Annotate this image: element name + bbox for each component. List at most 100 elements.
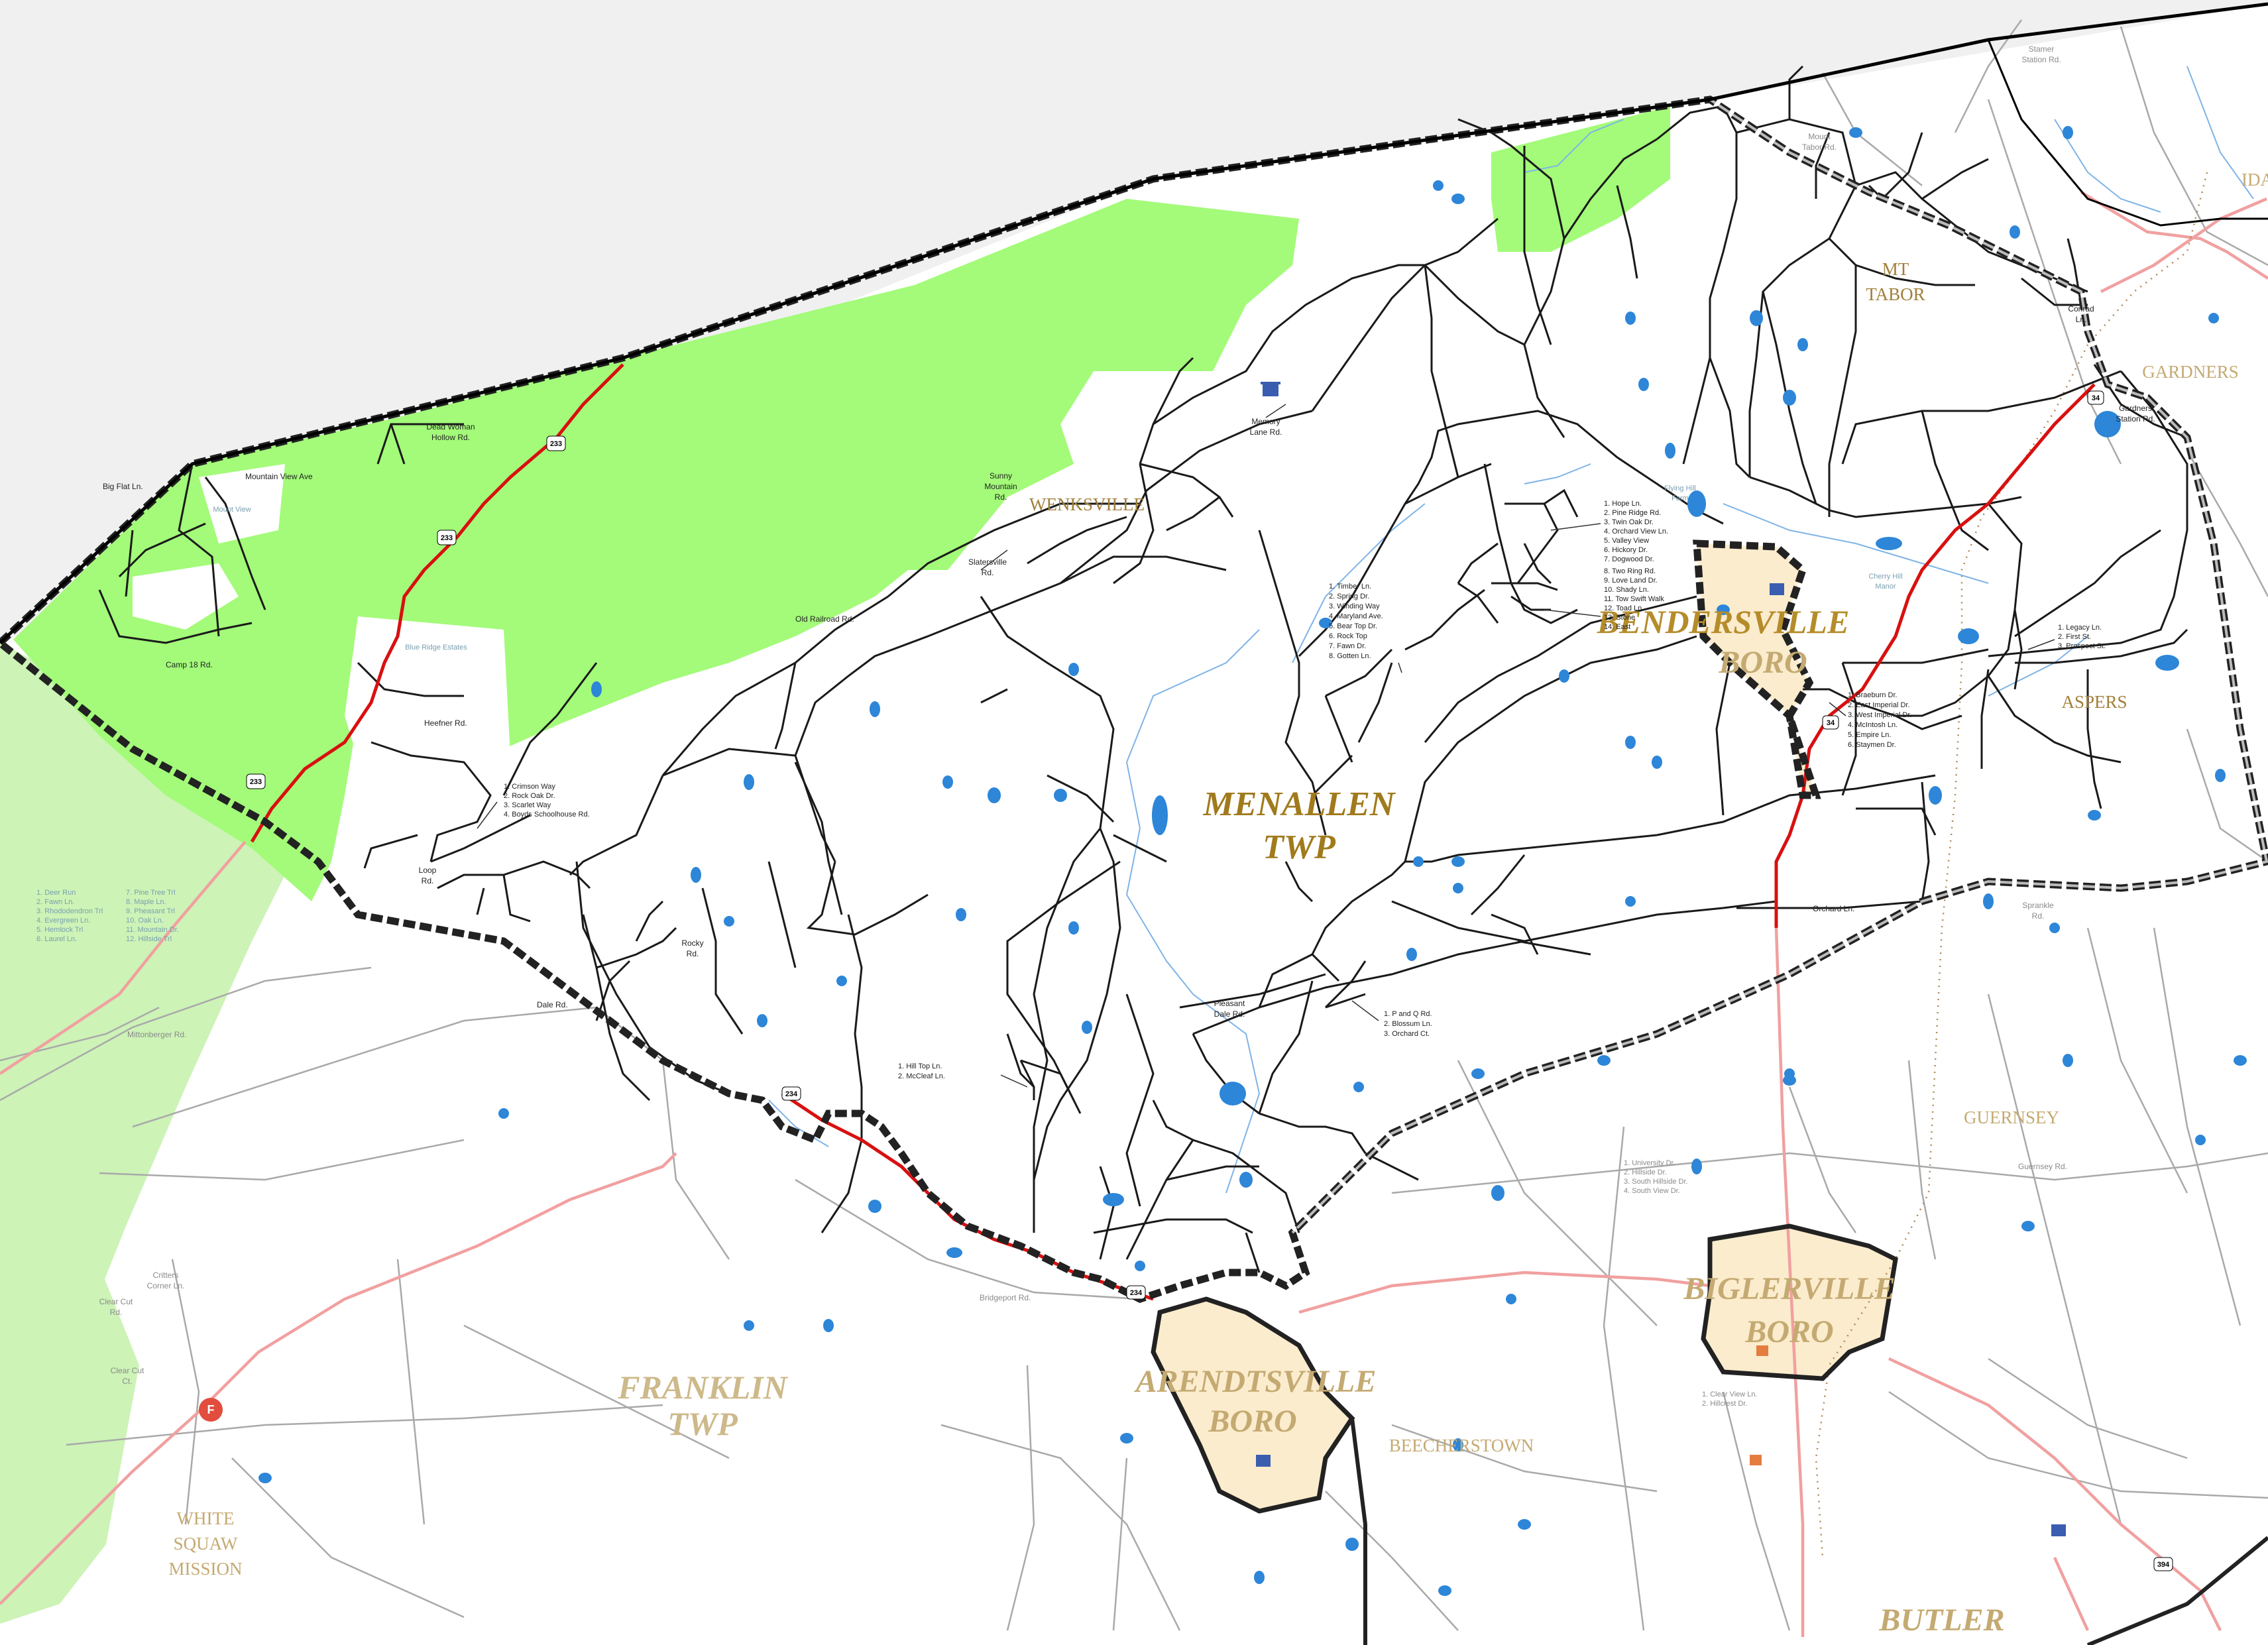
mt-tabor-label: MT (1882, 259, 1909, 279)
road-label: Orchard Ln. (1813, 904, 1854, 913)
road-label: Corner Ln. (147, 1281, 185, 1290)
svg-text:2. Blossum Ln.: 2. Blossum Ln. (1384, 1020, 1432, 1028)
svg-text:7. Fawn Dr.: 7. Fawn Dr. (1329, 642, 1366, 650)
arendtsville-boundary (1151, 1296, 1355, 1514)
sr-34-shield-2: 34 (1822, 715, 1839, 730)
svg-text:34: 34 (2092, 394, 2100, 402)
sr-233-shield-2: 233 (437, 530, 457, 545)
svg-text:8. Two Ring Rd.: 8. Two Ring Rd. (1604, 567, 1656, 575)
svg-text:6. Hickory Dr.: 6. Hickory Dr. (1604, 546, 1648, 554)
svg-text:6. Laurel Ln.: 6. Laurel Ln. (36, 935, 77, 943)
street-list-hope: 1. Hope Ln. 2. Pine Ridge Rd. 3. Twin Oa… (1604, 500, 1668, 631)
street-list-pinetree: 7. Pine Tree Trl 8. Maple Ln. 9. Pheasan… (126, 889, 179, 943)
svg-text:3. Orchard Ct.: 3. Orchard Ct. (1384, 1030, 1430, 1038)
svg-text:233: 233 (441, 534, 453, 542)
road-label: Pleasant (1214, 999, 1245, 1008)
road-label: Stamer (2029, 44, 2055, 54)
menallen-label-2: TWP (1263, 828, 1336, 866)
road-label: Mountain (984, 482, 1017, 491)
road-label: Mount View (213, 506, 251, 514)
svg-text:5. Valley View: 5. Valley View (1604, 537, 1649, 545)
street-list-legacy: 1. Legacy Ln. 2. First St. 3. Prospect S… (2058, 624, 2106, 650)
road-label: Flying Hill (1664, 484, 1696, 492)
svg-text:3. Rhododendron Trl: 3. Rhododendron Trl (36, 907, 103, 915)
road-label: Camp 18 Rd. (166, 660, 213, 669)
svg-text:1. Deer Run: 1. Deer Run (36, 889, 76, 897)
svg-text:9. Love Land Dr.: 9. Love Land Dr. (1604, 577, 1658, 585)
road-label: Clear Cut (111, 1366, 144, 1375)
svg-text:233: 233 (250, 778, 262, 786)
sr-34-shield: 34 (2087, 390, 2104, 405)
aspers-label: ASPERS (2061, 692, 2127, 712)
svg-text:2. Spring Dr.: 2. Spring Dr. (1329, 593, 1369, 600)
svg-text:2. McCleaf Ln.: 2. McCleaf Ln. (898, 1072, 945, 1080)
svg-text:4. South View Dr.: 4. South View Dr. (1624, 1187, 1680, 1195)
biglerville-label-2: BORO (1744, 1314, 1833, 1349)
svg-text:4. Orchard View Ln.: 4. Orchard View Ln. (1604, 528, 1668, 536)
gardners-label: GARDNERS (2142, 362, 2239, 382)
sr-233-shield: 233 (546, 435, 566, 451)
butler-label: BUTLER (1878, 1603, 2004, 1638)
svg-text:5. Hemlock Trl: 5. Hemlock Trl (36, 926, 83, 934)
road-label: Blue Ridge Estates (405, 644, 467, 652)
white-squaw-label-3: MISSION (168, 1559, 242, 1579)
svg-text:233: 233 (550, 440, 562, 448)
outside-roads (0, 19, 2268, 1631)
street-list-timber: 1. Timber Ln. 2. Spring Dr. 3. Winding W… (1329, 583, 1383, 660)
sr-233-road (250, 363, 624, 843)
franklin-label: FRANKLIN (617, 1369, 789, 1406)
menallen-boundary-inner (0, 97, 2268, 1234)
sr-34-road (1774, 383, 2096, 928)
road-label: Loop (419, 866, 437, 875)
road-label: Gardners (2119, 404, 2152, 413)
road-label: Guernsey Rd. (2018, 1162, 2067, 1171)
biglerville-boundary (1701, 1223, 1898, 1381)
white-squaw-label: WHITE (177, 1508, 235, 1528)
road-label: Clear Cut (99, 1297, 133, 1306)
road-label: Mount (1808, 132, 1831, 141)
svg-text:2. First St.: 2. First St. (2058, 633, 2091, 641)
road-label: Dead Woman (426, 422, 475, 431)
svg-text:9. Pheasant Trl: 9. Pheasant Trl (126, 907, 175, 915)
sr-394-shield: 394 (2153, 1557, 2173, 1571)
guernsey-label: GUERNSEY (1964, 1107, 2059, 1127)
mt-tabor-label-2: TABOR (1866, 284, 1925, 304)
svg-text:1. Crimson Way: 1. Crimson Way (504, 783, 555, 791)
road-label: Hollow Rd. (431, 433, 470, 442)
svg-text:3. Twin Oak Dr.: 3. Twin Oak Dr. (1604, 518, 1654, 526)
street-list-pandq: 1. P and Q Rd. 2. Blossum Ln. 3. Orchard… (1384, 1010, 1432, 1038)
svg-text:1. Braeburn Dr.: 1. Braeburn Dr. (1848, 691, 1898, 699)
svg-text:13. Stone: 13. Stone (1604, 614, 1635, 622)
road-label: Manor (1875, 583, 1896, 591)
svg-text:10. Shady Ln.: 10. Shady Ln. (1604, 586, 1649, 594)
franklin-label-2: TWP (667, 1405, 738, 1442)
road-label: Memory (1251, 417, 1280, 426)
route-shields: 233 233 233 34 34 234 234 394 (246, 390, 2173, 1571)
road-label: Cherry Hill (1868, 573, 1902, 581)
road-label: Rd. (422, 876, 434, 885)
svg-text:8. Gotten Ln.: 8. Gotten Ln. (1329, 652, 1371, 660)
svg-text:2. Fawn Ln.: 2. Fawn Ln. (36, 898, 74, 906)
svg-text:1. Hope Ln.: 1. Hope Ln. (1604, 500, 1642, 508)
road-label: Rd. (687, 949, 699, 958)
arendtsville-label: ARENDTSVILLE (1134, 1364, 1377, 1399)
bendersville-label: BENDERSVILLE (1597, 603, 1850, 640)
out-of-county-area (0, 0, 2268, 643)
street-list-braeburn: 1. Braeburn Dr. 2. East Imperial Dr. 3. … (1848, 691, 1911, 749)
road-labels: Big Flat Ln. Mountain View Ave Dead Woma… (99, 44, 2155, 1386)
road-label: Conrad (2068, 304, 2094, 313)
svg-text:5. Bear Top Dr.: 5. Bear Top Dr. (1329, 622, 1377, 630)
sr-234-shield: 234 (781, 1086, 801, 1101)
road-label: Station Rd. (2021, 55, 2061, 64)
road-label: Farm (1672, 494, 1689, 502)
svg-text:6. Staymen Dr.: 6. Staymen Dr. (1848, 741, 1896, 749)
road-label: Old Railroad Rd. (795, 614, 854, 624)
svg-text:234: 234 (1130, 1289, 1143, 1297)
road-label: Station Rd. (2116, 414, 2155, 424)
svg-text:12. Hillside Trl: 12. Hillside Trl (126, 935, 172, 943)
road-label: Mittonberger Rd. (127, 1030, 186, 1039)
svg-text:1. P and Q Rd.: 1. P and Q Rd. (1384, 1010, 1432, 1018)
road-label: Rocky (681, 938, 703, 948)
ida-label: IDA (2241, 170, 2268, 190)
